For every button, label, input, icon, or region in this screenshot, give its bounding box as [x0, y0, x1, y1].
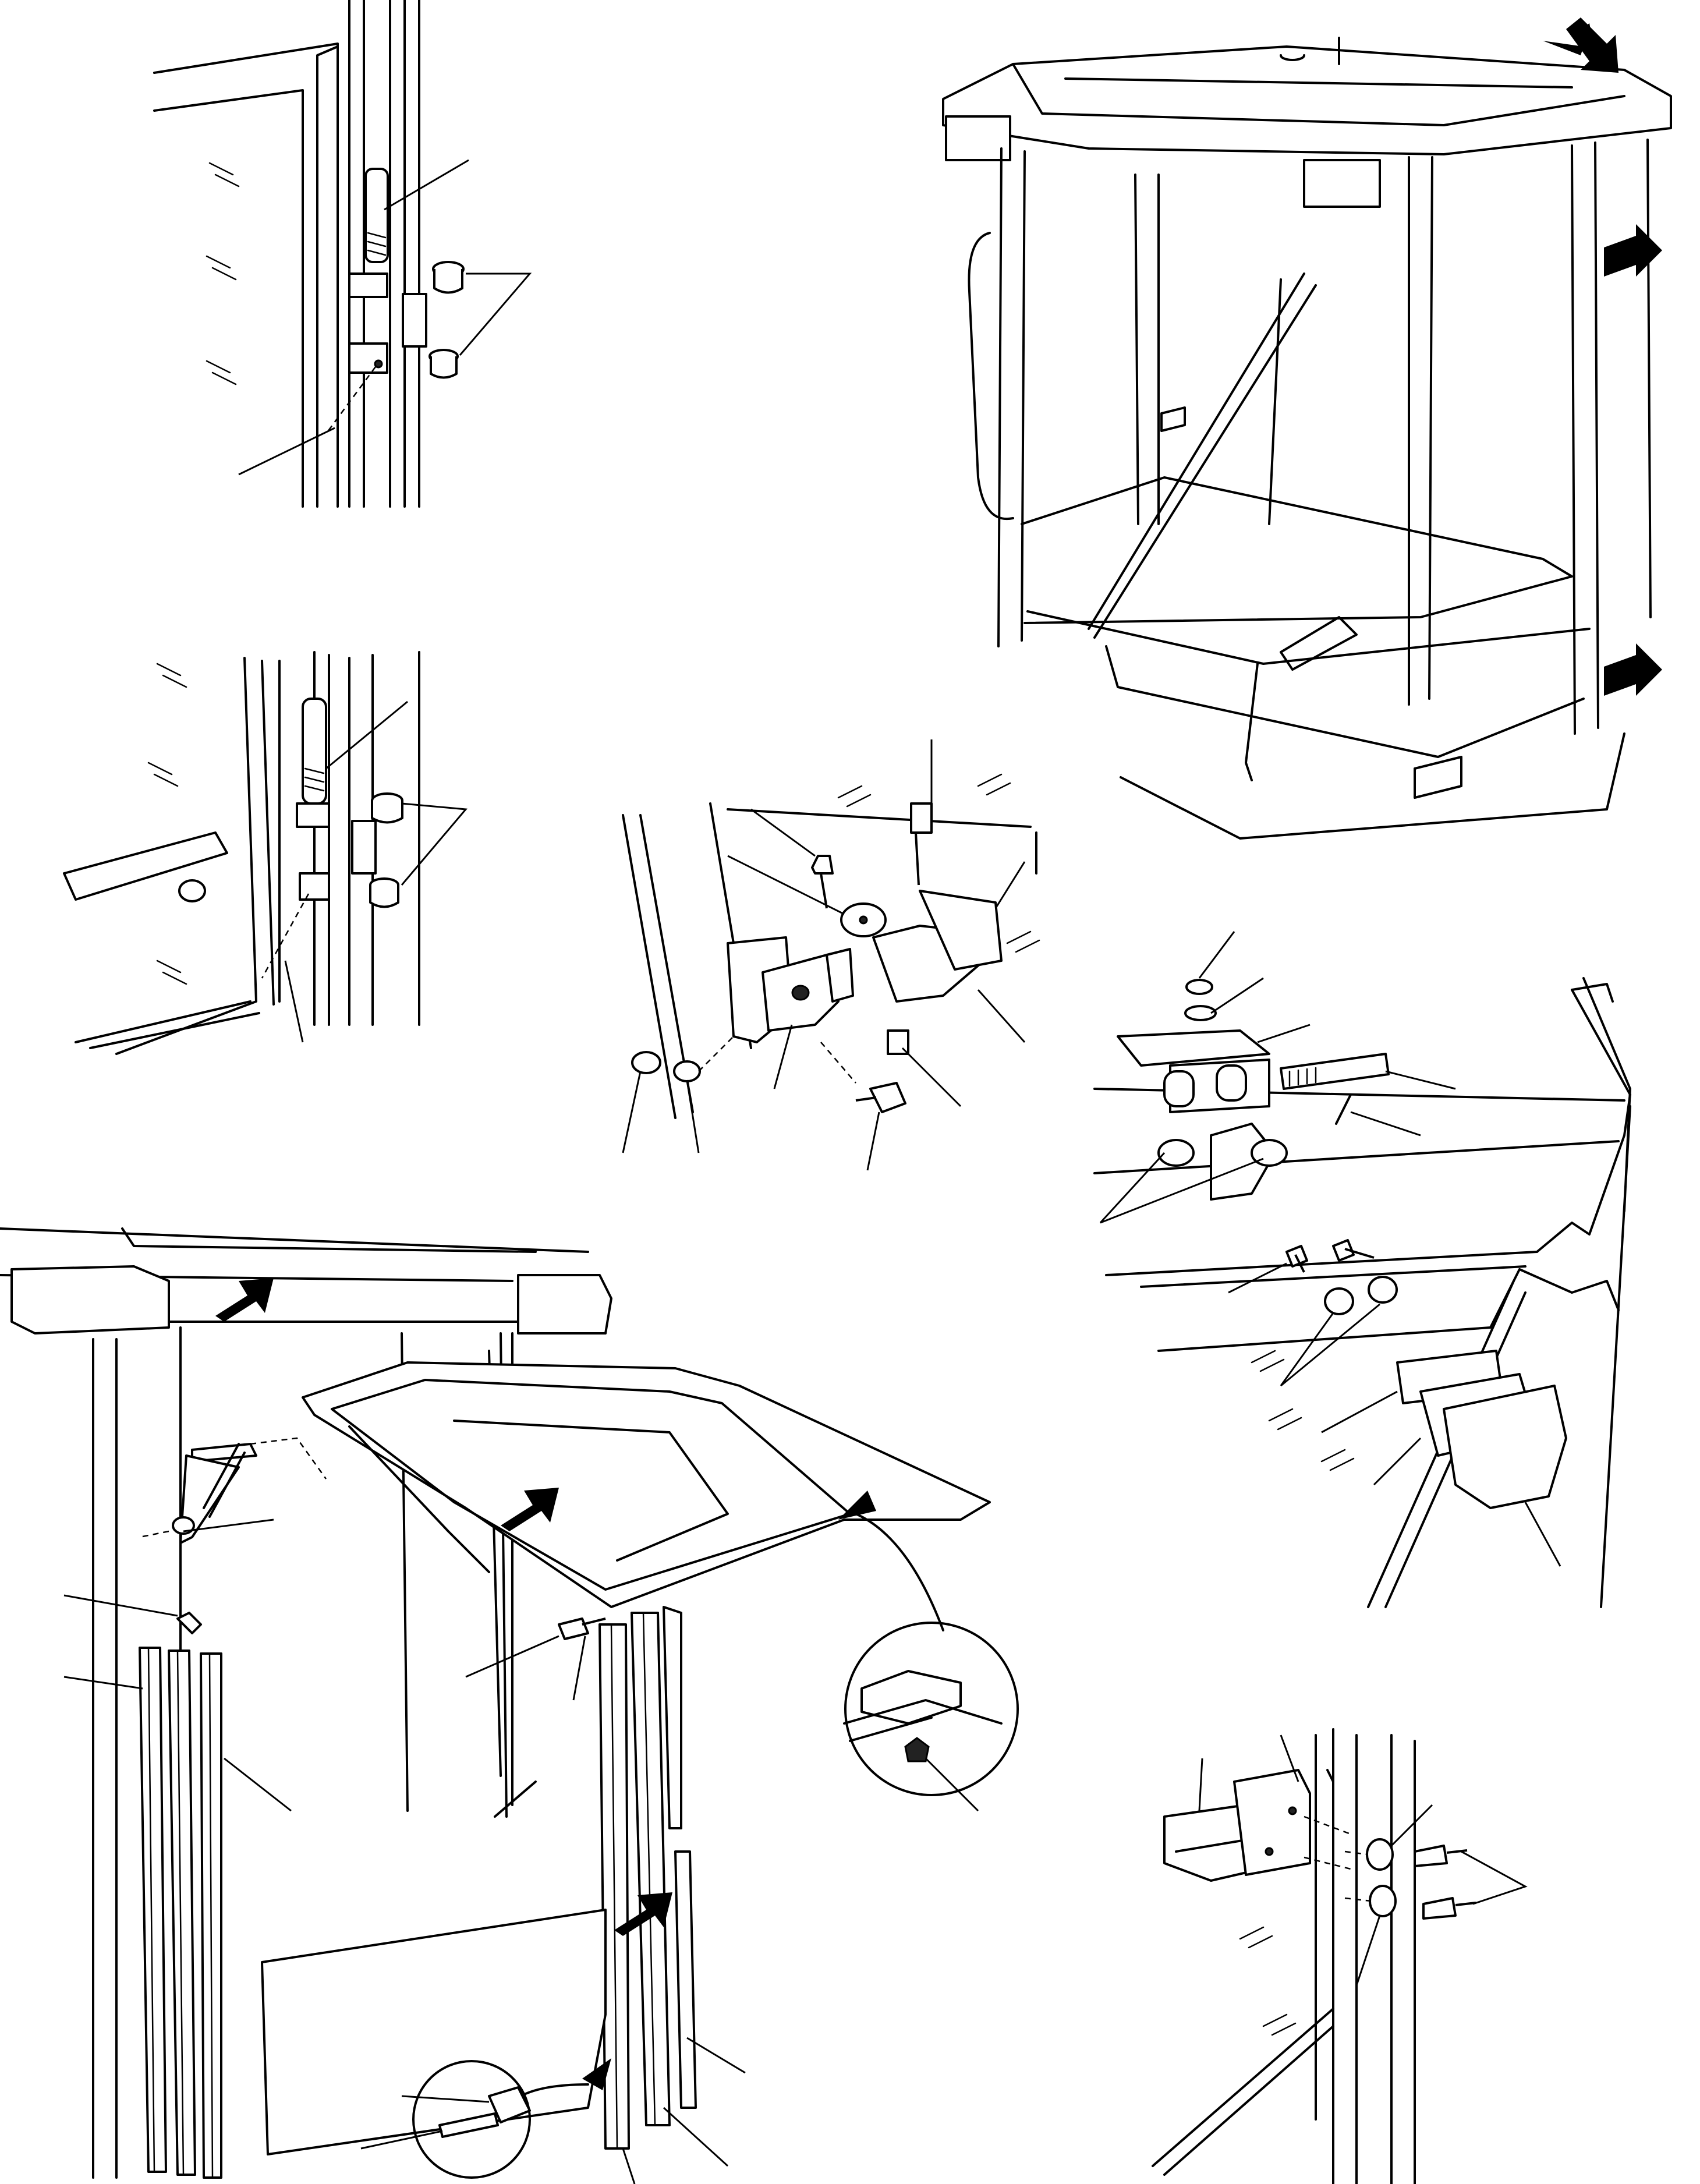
detail-circle-upper: [844, 1622, 1019, 1796]
panel-latch-striker: [1152, 1728, 1528, 2184]
bushing-pair-lower: [369, 792, 403, 908]
bolt-lower: [855, 1082, 906, 1113]
lock-washer: [1184, 1005, 1217, 1021]
panel-door-hinge-lower: [63, 651, 468, 1055]
rear-window-glass: [302, 1361, 991, 1608]
seal-strip-left: [139, 1647, 222, 2179]
latch-mount-plate: [1233, 1769, 1311, 1876]
arrow-roof-mount: [215, 1278, 274, 1322]
seal-strip-right: [598, 1606, 697, 2150]
work-light-center: [1303, 159, 1381, 208]
leader-pin: [384, 159, 469, 211]
lock-nut: [1185, 979, 1213, 995]
striker-block: [1443, 1385, 1567, 1509]
screw-right: [1332, 1239, 1375, 1262]
hinge-leaf-lower: [348, 342, 388, 374]
lower-glass: [261, 1909, 607, 2155]
arrow-upper-pillar: [1604, 224, 1662, 277]
detail-circle-lower: [412, 2060, 531, 2179]
screw-lower: [1422, 1897, 1476, 1920]
screw-left: [1285, 1245, 1308, 1273]
leader-screw: [238, 427, 335, 476]
hinge-leaf-upper: [348, 272, 388, 298]
wiper-arm: [1088, 272, 1317, 639]
roof-light-left: [10, 1265, 170, 1335]
cab-roof: [942, 45, 1672, 155]
arrow-lower-pillar: [1604, 643, 1662, 696]
screw-upper: [1414, 1845, 1468, 1867]
detail-curve-arrow: [855, 1513, 944, 1631]
bushing-pair: [428, 261, 465, 379]
washer-upper: [1366, 1838, 1394, 1871]
hinge-bracket-plate: [1117, 1029, 1270, 1067]
washer-lower: [1369, 1885, 1397, 1917]
arrow-window-hinge: [501, 1488, 559, 1531]
hinge-pin-threaded: [1280, 1053, 1390, 1090]
door-frame-top: [153, 43, 339, 74]
cab-pillars: [997, 147, 1433, 706]
clip-screw: [558, 1617, 606, 1640]
hinge-pin-lower: [302, 698, 327, 805]
hinge-pin: [364, 168, 389, 263]
window-bracket: [919, 890, 1003, 971]
leader-bushings: [459, 272, 532, 356]
glass-reflection: [206, 162, 240, 385]
panel-cab-overview: [942, 17, 1672, 840]
arrow-seal: [614, 1892, 672, 1936]
door-window-edge: [153, 89, 304, 508]
set-screw: [374, 359, 383, 369]
panel-door-hinge-upper: [153, 0, 532, 508]
panel-window-hinge-detail: [622, 739, 1040, 1171]
panel-window-latch-hinge: [1093, 931, 1631, 1608]
door-handle-bar: [63, 831, 228, 901]
washer-right: [1368, 1276, 1398, 1304]
hinge-body: [402, 293, 427, 348]
work-light-left: [945, 115, 1011, 161]
grab-handle: [968, 232, 1014, 521]
roof-light-right: [517, 1274, 612, 1335]
cotter-pin: [1335, 1093, 1352, 1125]
nut-washer-left: [631, 1051, 701, 1082]
washer-left: [1324, 1287, 1354, 1315]
bolt-upper-left: [811, 855, 834, 909]
panel-rear-window-assembly: [0, 1227, 1019, 2184]
bolt-upper: [910, 802, 933, 886]
frame-post: [348, 0, 420, 508]
